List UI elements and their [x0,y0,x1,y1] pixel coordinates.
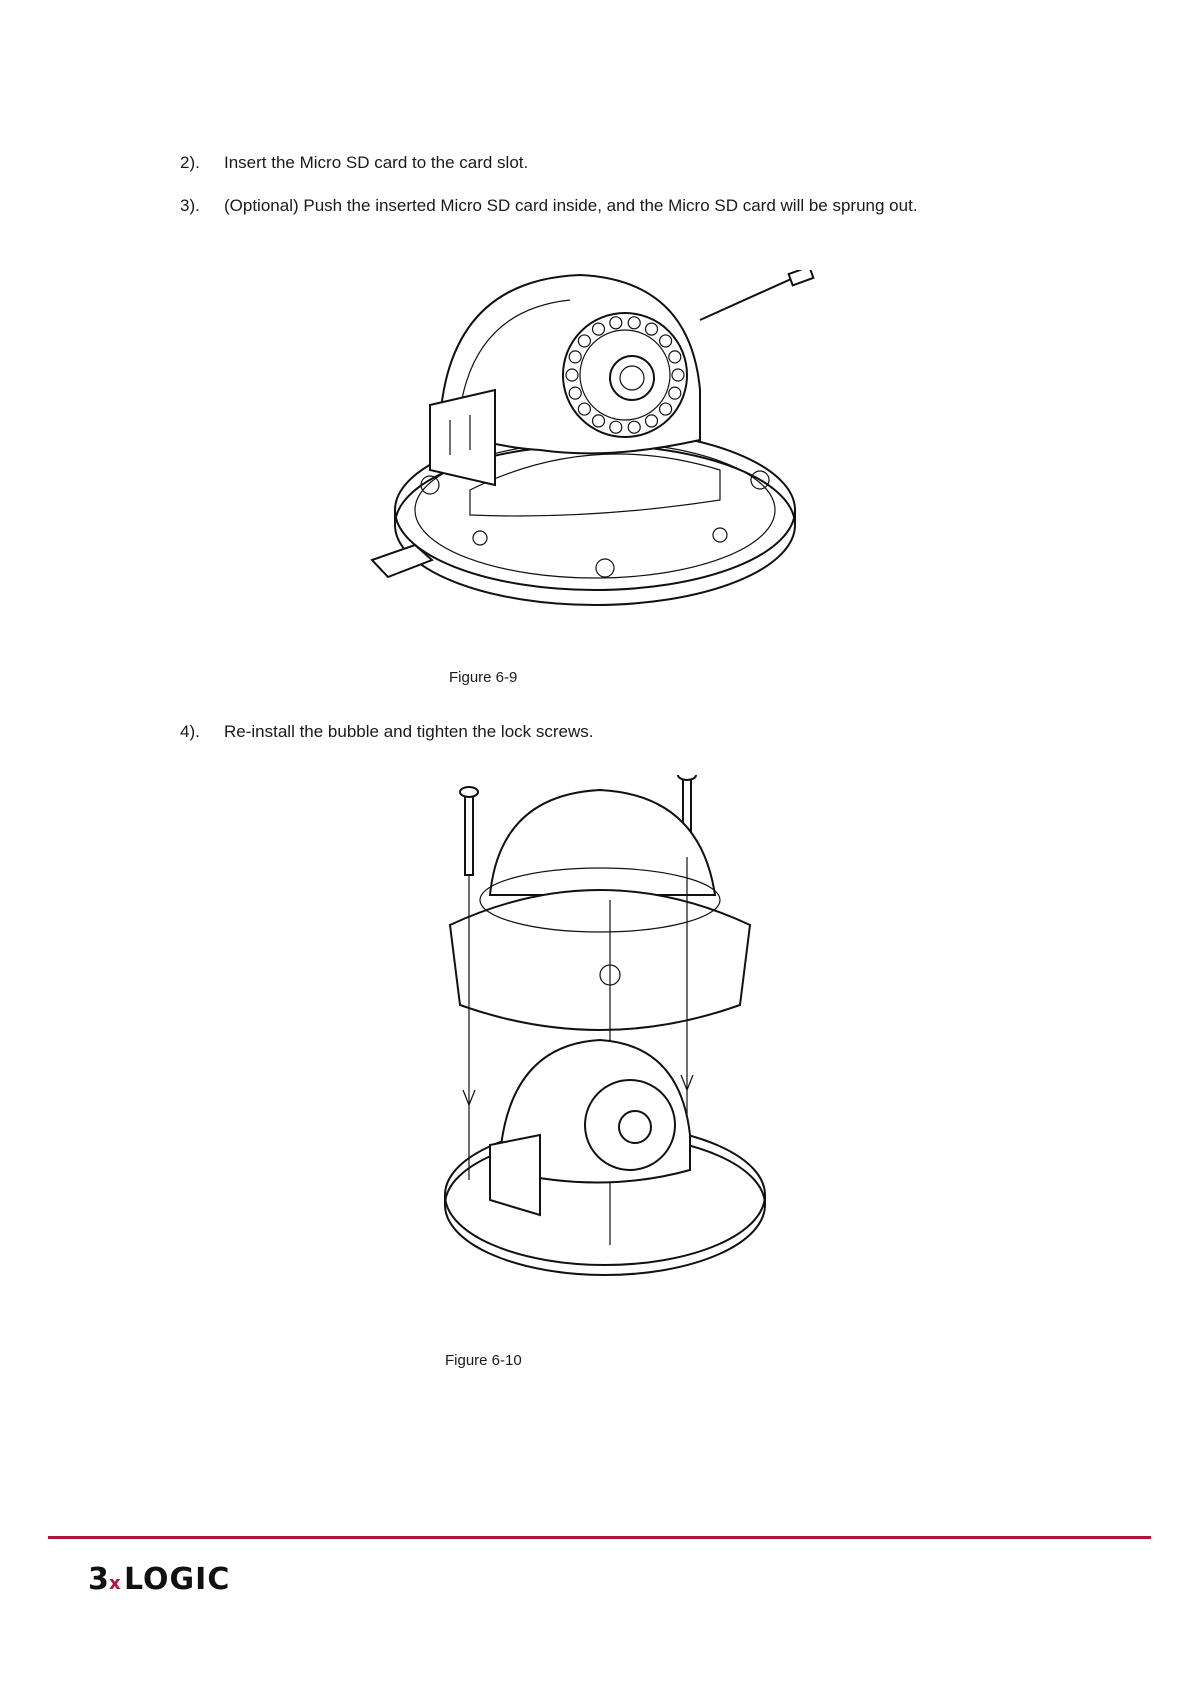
svg-text:x: x [109,1573,121,1594]
camera-sd-card-illustration [360,270,830,620]
company-logo: 3 x LOGIC [88,1560,263,1596]
step-number: 2). [180,152,224,174]
instruction-step-2: 2).Insert the Micro SD card to the card … [180,152,528,174]
svg-text:LOGIC: LOGIC [124,1562,230,1596]
step-number: 4). [180,721,224,743]
step-text: Re-install the bubble and tighten the lo… [224,722,593,741]
bubble-reinstall-illustration [430,775,790,1315]
instruction-step-3: 3).(Optional) Push the inserted Micro SD… [180,195,918,217]
step-text: (Optional) Push the inserted Micro SD ca… [224,196,918,215]
svg-text:3: 3 [88,1562,109,1596]
step-text: Insert the Micro SD card to the card slo… [224,153,528,172]
instruction-step-4: 4).Re-install the bubble and tighten the… [180,721,593,743]
figure-caption: Figure 6-10 [445,1352,522,1370]
footer-divider [48,1536,1151,1539]
figure-caption: Figure 6-9 [449,669,517,687]
step-number: 3). [180,195,224,217]
